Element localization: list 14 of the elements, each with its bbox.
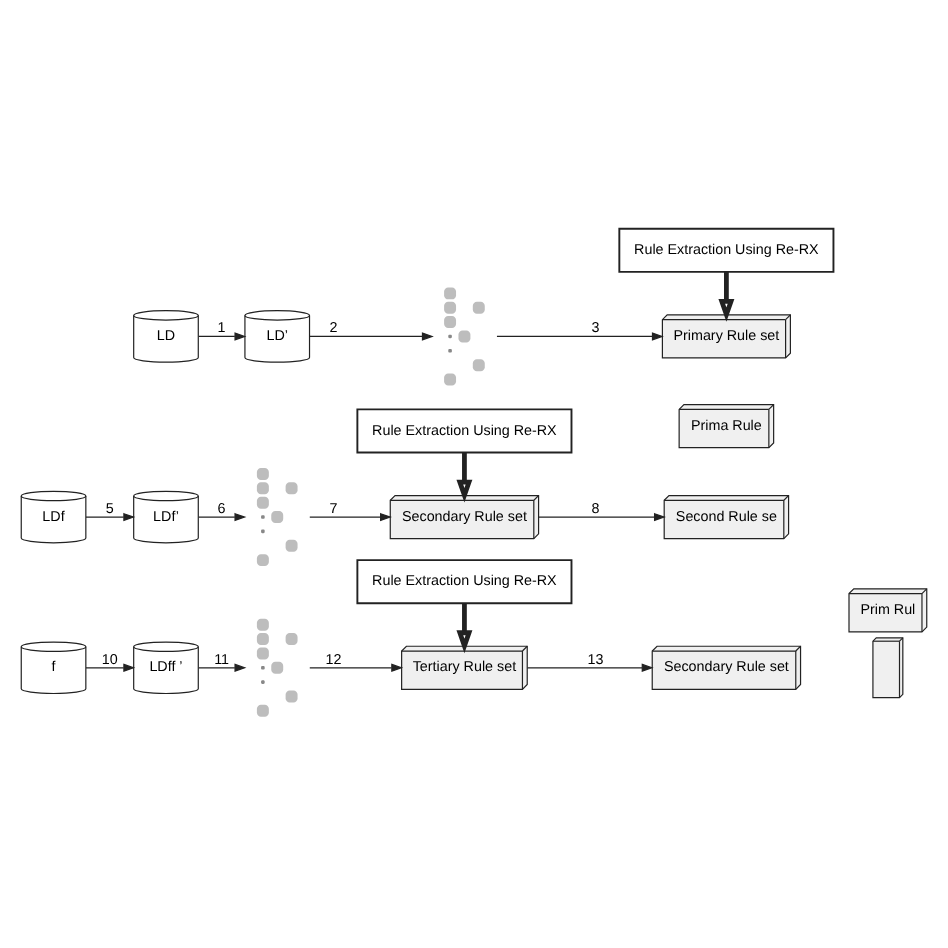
arrow [456,452,473,503]
arrow [526,663,654,672]
arrow [718,271,735,322]
arrow [198,663,247,672]
arrow [309,663,404,672]
arrow [85,663,136,672]
arrow [456,603,473,654]
arrow [198,332,247,341]
arrow [85,512,136,522]
arrow [309,512,392,522]
arrow [198,512,247,522]
arrow [496,332,664,341]
arrow [538,512,666,522]
arrow [309,332,434,341]
